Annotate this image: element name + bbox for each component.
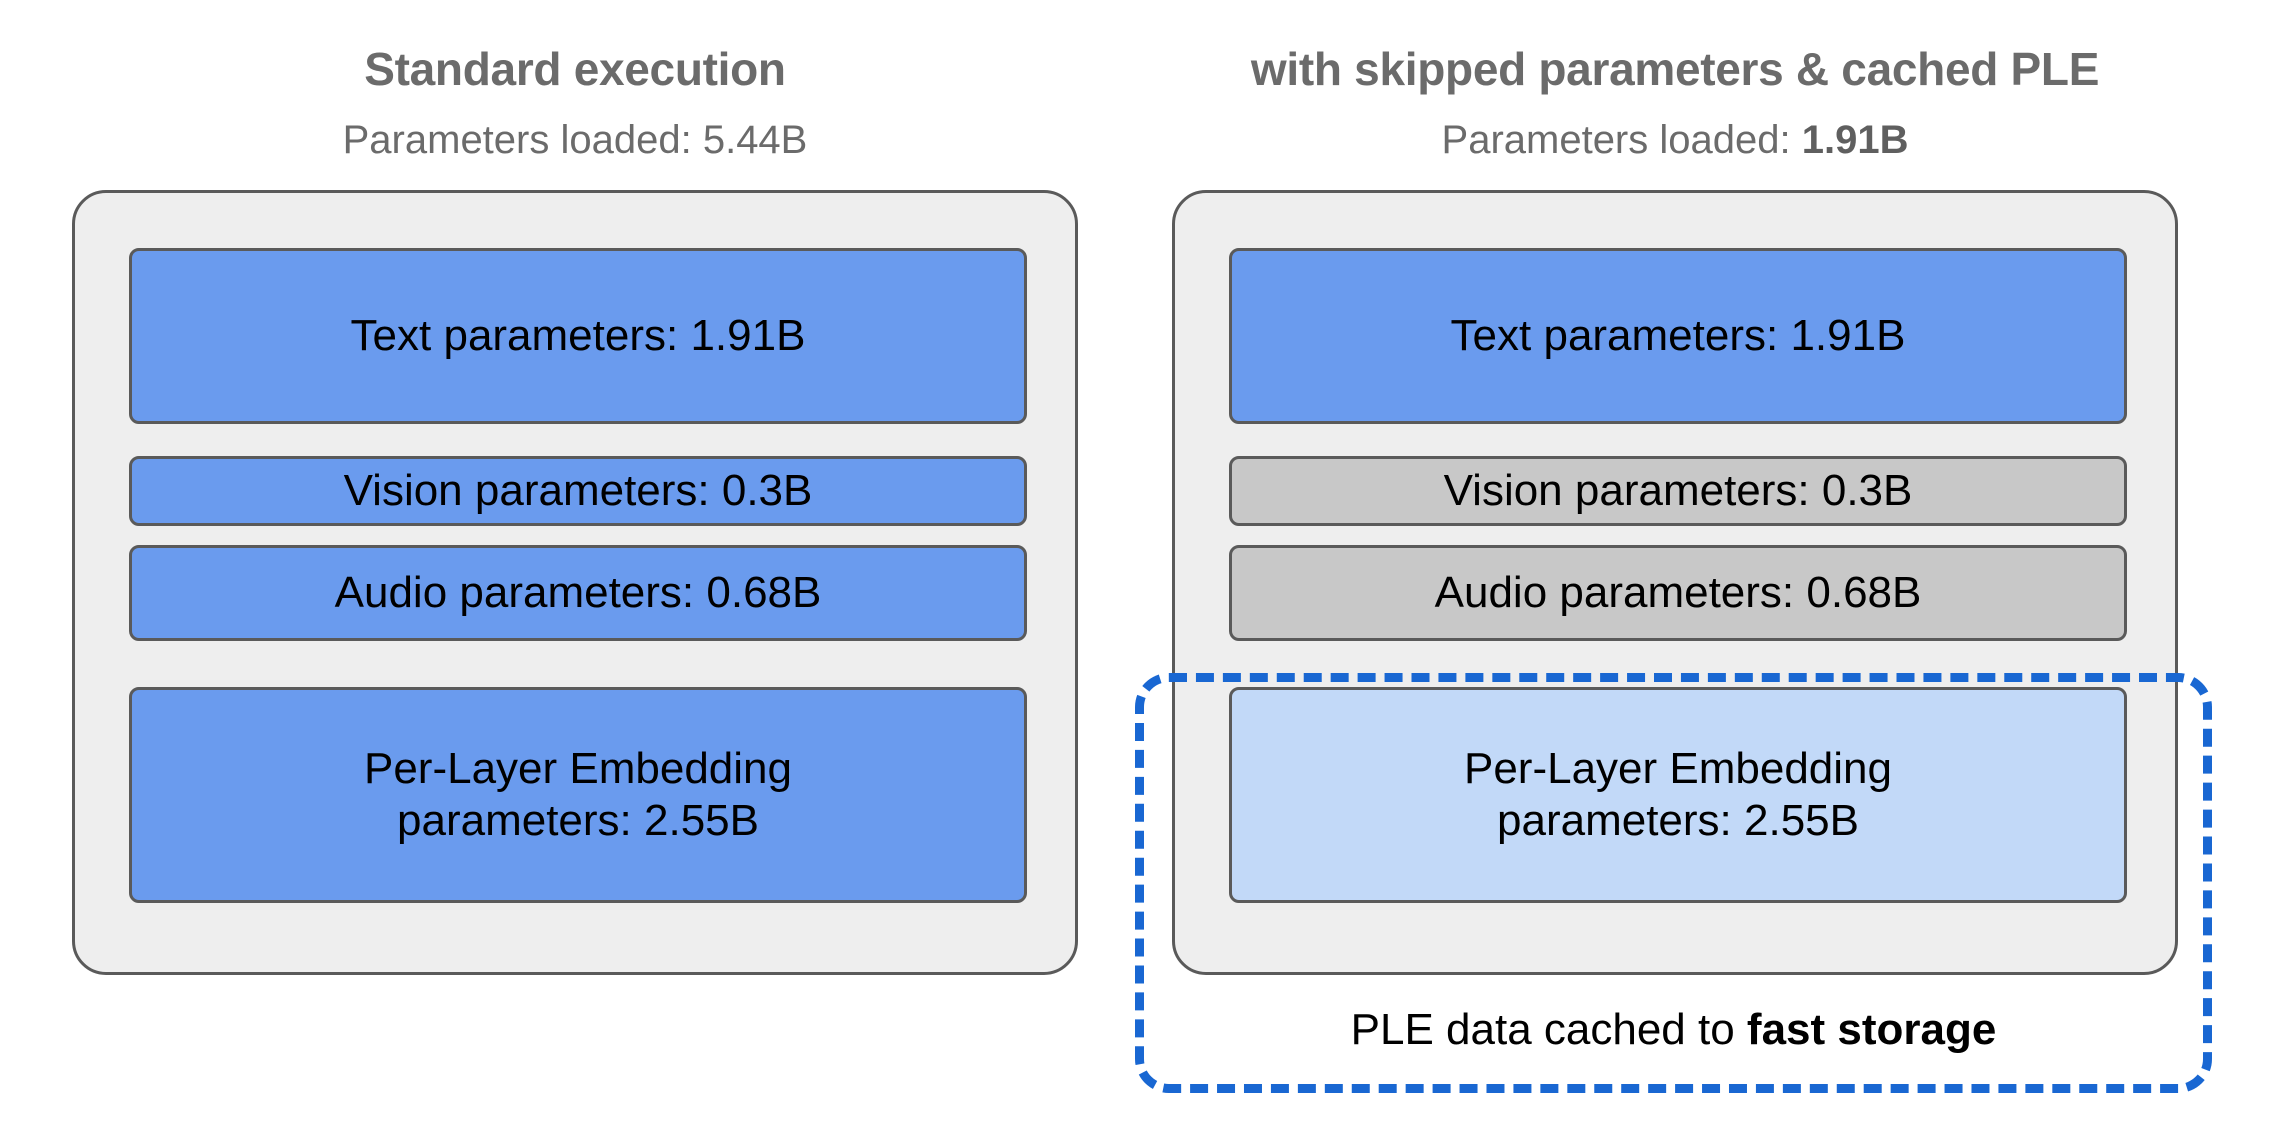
left-column-subtitle: Parameters loaded: 5.44B — [72, 118, 1078, 163]
right-box-audio-parameters[interactable]: Audio parameters: 0.68B — [1229, 545, 2127, 641]
left-panel: Text parameters: 1.91B Vision parameters… — [72, 190, 1078, 975]
left-box-text-parameters[interactable]: Text parameters: 1.91B — [129, 248, 1027, 424]
left-ple-line-1: Per-Layer Embedding — [363, 744, 792, 794]
right-ple-line-2: parameters: 2.55B — [1497, 796, 1859, 845]
cache-caption-prefix: PLE data cached to — [1350, 1005, 1747, 1054]
right-box-vision-parameters[interactable]: Vision parameters: 0.3B — [1229, 456, 2127, 526]
left-ple-line-2: parameters: 2.55B — [397, 796, 759, 845]
right-column-title: with skipped parameters & cached PLE — [1250, 43, 2100, 95]
right-column-subtitle: Parameters loaded: 1.91B — [1172, 118, 2178, 163]
left-column-title: Standard execution — [364, 43, 786, 95]
left-subtitle-prefix: Parameters loaded: — [342, 118, 703, 162]
right-ple-line-1: Per-Layer Embedding — [1463, 744, 1892, 794]
left-box-vision-parameters[interactable]: Vision parameters: 0.3B — [129, 456, 1027, 526]
left-box-audio-parameters[interactable]: Audio parameters: 0.68B — [129, 545, 1027, 641]
right-subtitle-value: 1.91B — [1801, 118, 1909, 162]
right-subtitle-prefix: Parameters loaded: — [1441, 118, 1802, 162]
right-panel: Text parameters: 1.91B Vision parameters… — [1172, 190, 2178, 975]
right-box-ple-parameters[interactable]: Per-Layer Embedding parameters: 2.55B — [1229, 687, 2127, 903]
cache-caption-emphasis: fast storage — [1746, 1005, 1997, 1054]
cache-caption: PLE data cached to fast storage — [1135, 1005, 2212, 1055]
left-subtitle-value: 5.44B — [702, 118, 808, 162]
left-box-ple-parameters[interactable]: Per-Layer Embedding parameters: 2.55B — [129, 687, 1027, 903]
right-box-text-parameters[interactable]: Text parameters: 1.91B — [1229, 248, 2127, 424]
